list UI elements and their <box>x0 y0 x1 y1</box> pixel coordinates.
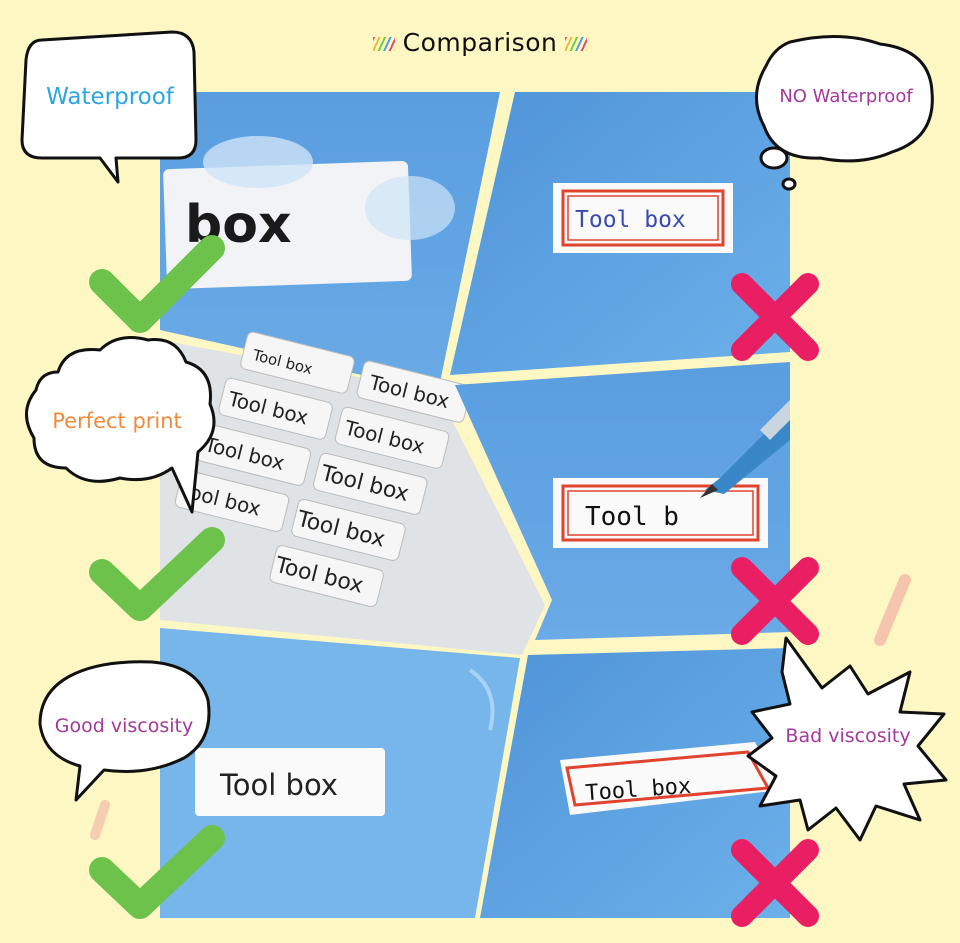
cross-icon <box>731 839 819 927</box>
bubble-perfect-print: Perfect print <box>25 336 216 514</box>
decorative-stroke <box>90 800 110 840</box>
decorative-stroke <box>874 574 911 646</box>
stripes-icon <box>565 37 588 51</box>
check-icon <box>89 825 225 919</box>
panel-no-waterproof: Tool box <box>450 92 790 375</box>
bubble-bad-viscosity-text: Bad viscosity <box>785 725 910 747</box>
page-title: Comparison <box>0 28 960 57</box>
stripes-icon <box>372 37 395 51</box>
panel-bad-viscosity: Tool box <box>480 648 790 918</box>
bubble-no-waterproof: NO Waterproof <box>754 35 934 191</box>
pen-icon <box>700 400 790 498</box>
check-icon <box>89 527 225 621</box>
title-text: Comparison <box>402 28 558 57</box>
bubble-good-viscosity: Good viscosity <box>38 660 211 802</box>
cross-icon <box>731 273 819 361</box>
panel-perfect-print: Tool box Tool box Tool box Tool box Tool… <box>160 331 545 655</box>
check-icon <box>89 235 225 333</box>
bubble-waterproof: Waterproof <box>20 30 198 184</box>
bubble-good-viscosity-text: Good viscosity <box>55 715 193 737</box>
bubble-waterproof-text: Waterproof <box>46 84 175 110</box>
photo-label-tool-b: Tool b <box>585 502 679 532</box>
panel-good-viscosity: Tool box <box>160 628 520 918</box>
photo-label-tool-box-blurred: Tool box <box>575 207 686 233</box>
bubble-perfect-print-text: Perfect print <box>52 409 182 433</box>
panel-pen-writing: Tool b <box>455 362 790 640</box>
bubble-bad-viscosity: Bad viscosity <box>746 636 948 842</box>
bubble-no-waterproof-text: NO Waterproof <box>779 86 913 107</box>
photo-label-tool-box: Tool box <box>219 768 338 802</box>
cross-icon <box>731 557 819 645</box>
